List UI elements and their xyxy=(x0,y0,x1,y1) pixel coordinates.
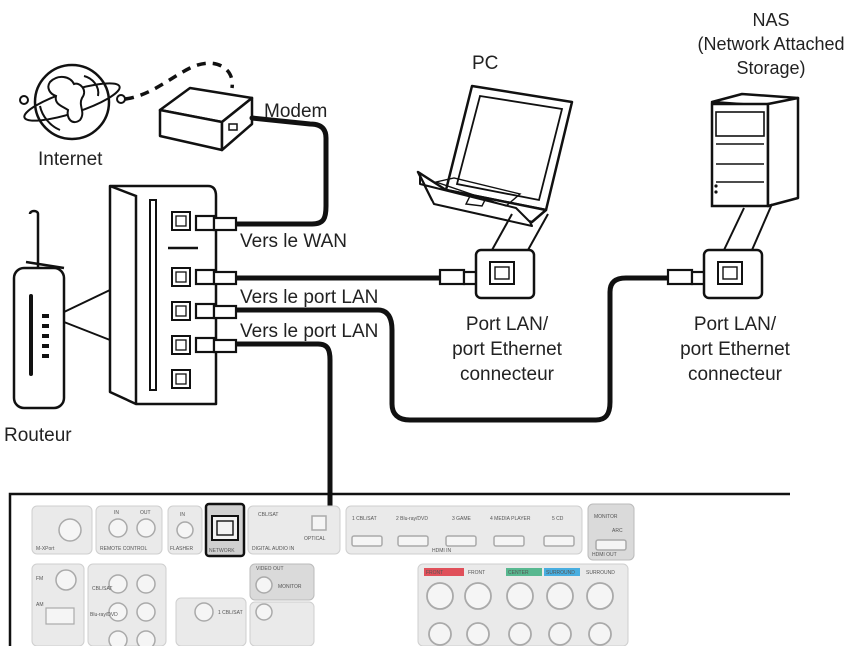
panel-small-label: Blu-ray/DVD xyxy=(90,612,118,618)
panel-label-remote: REMOTE CONTROL xyxy=(100,546,147,552)
label-pc: PC xyxy=(472,53,499,74)
label-pc-lan-port: Port LAN/ port Ethernet connecteur xyxy=(428,312,586,387)
cable-lan-receiver xyxy=(233,341,333,531)
speaker-label-surround: SURROUND xyxy=(586,570,615,576)
panel-small-label: VIDEO OUT xyxy=(256,566,284,572)
label-pc-port-line1: Port LAN/ xyxy=(465,314,549,335)
speaker-label-front: FRONT xyxy=(468,570,485,576)
modem-icon xyxy=(158,86,254,152)
av-receiver-rear-panel: M-XPort REMOTE CONTROL FLASHER NETWORK D… xyxy=(8,492,790,646)
hdmi-input-2: 2 Blu-ray/DVD xyxy=(396,516,428,522)
label-nas-port-line1: Port LAN/ xyxy=(693,314,777,335)
panel-small-label: ARC xyxy=(612,528,623,534)
nas-lan-port xyxy=(702,203,773,300)
label-to-wan: Vers le WAN xyxy=(240,231,347,252)
router-icon xyxy=(12,209,111,410)
panel-label-flasher: FLASHER xyxy=(170,546,193,552)
panel-small-label: OUT xyxy=(140,510,151,516)
label-nas-port-line2: port Ethernet xyxy=(680,339,790,360)
label-nas-line2: (Network Attached xyxy=(697,34,845,54)
label-pc-port-line2: port Ethernet xyxy=(452,339,562,360)
label-nas-line3: Storage) xyxy=(736,58,806,78)
internet-modem-dashed-link xyxy=(124,61,234,101)
panel-label-network: NETWORK xyxy=(209,548,235,554)
panel-label-mxport: M-XPort xyxy=(36,546,55,552)
label-internet: Internet xyxy=(38,149,103,170)
panel-label-digital-audio: DIGITAL AUDIO IN xyxy=(252,546,295,552)
panel-small-label: IN xyxy=(180,512,185,518)
label-router: Routeur xyxy=(4,425,72,446)
label-nas-port-line3: connecteur xyxy=(687,364,782,385)
panel-small-label: MONITOR xyxy=(278,584,302,590)
panel-small-label: CBL/SAT xyxy=(92,586,112,592)
label-pc-port-line3: connecteur xyxy=(459,364,554,385)
panel-label-hdmi-out: HDMI OUT xyxy=(592,552,617,558)
router-port-panel xyxy=(108,184,218,406)
label-nas-line1: NAS xyxy=(752,10,790,30)
ethernet-cables xyxy=(233,115,671,531)
speaker-label-surround: SURROUND xyxy=(546,570,575,576)
panel-small-label: MONITOR xyxy=(594,514,618,520)
speaker-label-center: CENTER xyxy=(508,570,529,576)
panel-small-label: CBL/SAT xyxy=(258,512,278,518)
panel-small-label: OPTICAL xyxy=(304,536,326,542)
globe-icon xyxy=(19,63,126,141)
panel-small-label: 1 CBL/SAT xyxy=(218,610,243,616)
pc-lan-port xyxy=(474,213,549,300)
panel-small-label: AM xyxy=(36,602,44,608)
nas-tower-icon xyxy=(710,92,800,208)
label-nas: NAS (Network Attached Storage) xyxy=(686,8,851,80)
cable-lan-nas xyxy=(233,275,671,423)
hdmi-input-3: 3 GAME xyxy=(452,516,472,522)
panel-small-label: IN xyxy=(114,510,119,516)
panel-label-hdmi-in: HDMI IN xyxy=(432,548,452,554)
hdmi-input-1: 1 CBL/SAT xyxy=(352,516,377,522)
laptop-pc-icon xyxy=(416,84,574,227)
label-to-lan-port-1: Vers le port LAN xyxy=(240,287,379,308)
label-modem: Modem xyxy=(264,101,328,122)
label-nas-lan-port: Port LAN/ port Ethernet connecteur xyxy=(656,312,814,387)
label-to-lan-port-2: Vers le port LAN xyxy=(240,321,379,342)
hdmi-input-4: 4 MEDIA PLAYER xyxy=(490,516,531,522)
cable-wan-modem xyxy=(233,115,329,227)
hdmi-input-5: 5 CD xyxy=(552,516,564,522)
speaker-label-front: FRONT xyxy=(426,570,443,576)
panel-small-label: FM xyxy=(36,576,43,582)
